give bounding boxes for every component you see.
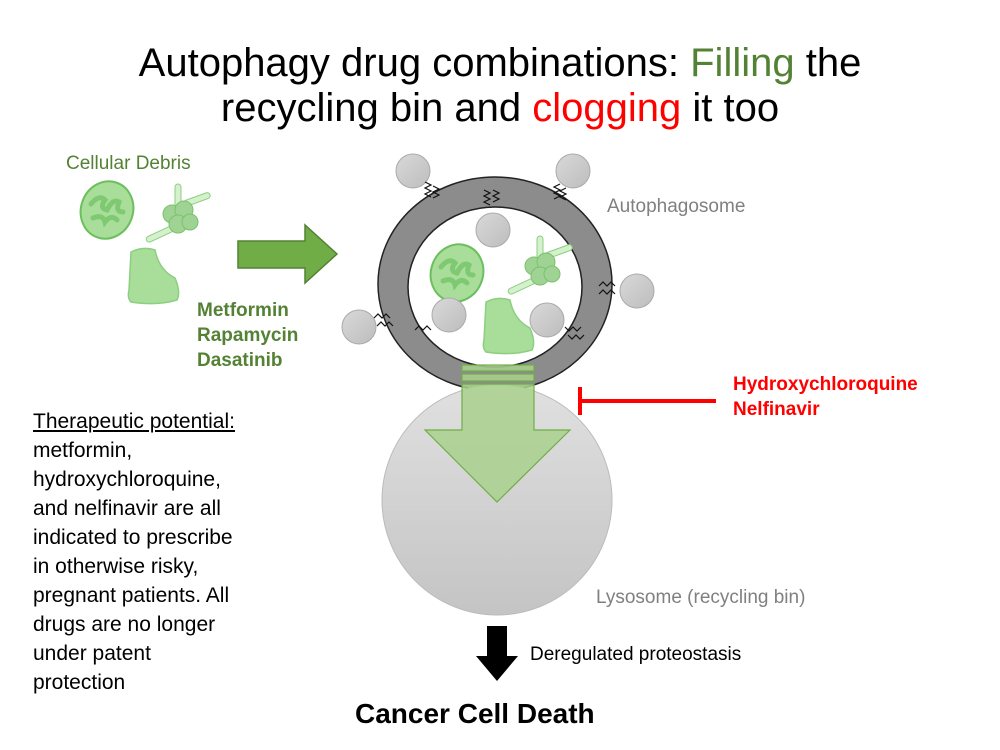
text-line: hydroxychloroquine, bbox=[33, 468, 221, 491]
text-line: metformin, bbox=[33, 439, 133, 462]
title-line-1: Autophagy drug combinations: Filling the bbox=[138, 41, 862, 85]
debris-blob-icon bbox=[127, 247, 180, 305]
title-line-2: recycling bin and clogging it too bbox=[220, 86, 780, 130]
text-line: and nelfinavir are all bbox=[33, 497, 221, 520]
receptor-circles bbox=[341, 153, 655, 345]
inhibition-symbol bbox=[578, 387, 716, 415]
drug-name: Dasatinib bbox=[197, 350, 283, 371]
protein-aggregate-icon bbox=[144, 183, 212, 244]
fusion-arrow bbox=[423, 364, 572, 503]
cellular-debris-label: Cellular Debris bbox=[66, 153, 191, 174]
drug-name: Rapamycin bbox=[197, 325, 299, 346]
text-line: indicated to prescribe bbox=[33, 526, 233, 549]
drug-name: Hydroxychloroquine bbox=[733, 374, 918, 395]
therapeutic-heading: Therapeutic potential: bbox=[33, 410, 235, 433]
autophagosome-ring bbox=[377, 176, 613, 392]
text-line: pregnant patients. All bbox=[33, 584, 230, 607]
text-line: under patent bbox=[33, 642, 151, 665]
deregulated-label: Deregulated proteostasis bbox=[530, 644, 742, 665]
inhibitor-drug-list: Hydroxychloroquine Nelfinavir bbox=[733, 372, 918, 422]
lysosome-label: Lysosome (recycling bin) bbox=[596, 587, 806, 608]
induce-arrow bbox=[237, 223, 339, 285]
inducer-drug-list: Metformin Rapamycin Dasatinib bbox=[197, 298, 298, 373]
text-line: protection bbox=[33, 671, 126, 694]
squiggle-links bbox=[373, 181, 616, 340]
down-arrow-icon bbox=[476, 626, 518, 681]
autophagosome-label: Autophagosome bbox=[607, 196, 746, 217]
outcome-label: Cancer Cell Death bbox=[355, 698, 595, 729]
text-line: drugs are no longer bbox=[33, 613, 216, 636]
mitochondrion-icon bbox=[73, 174, 142, 246]
drug-name: Nelfinavir bbox=[733, 399, 820, 420]
drug-name: Metformin bbox=[197, 300, 289, 321]
text-line: in otherwise risky, bbox=[33, 555, 199, 578]
therapeutic-potential-text: Therapeutic potential: metformin, hydrox… bbox=[33, 407, 235, 697]
